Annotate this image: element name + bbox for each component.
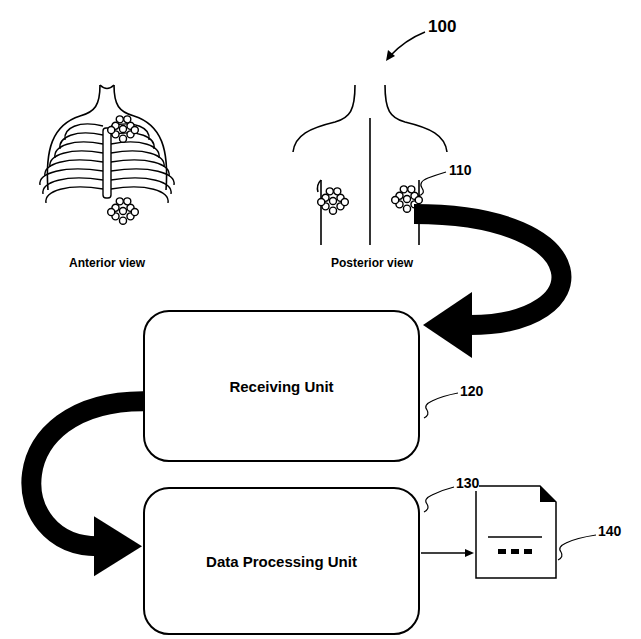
box-label: Receiving Unit — [219, 374, 343, 399]
signal-arrow — [414, 214, 561, 325]
leader-line — [390, 32, 425, 56]
process-box: Receiving Unit — [143, 310, 420, 462]
process-box: Data Processing Unit — [143, 487, 420, 635]
sensor-cluster — [108, 198, 139, 224]
leader-line — [424, 393, 458, 418]
sensor-cluster — [108, 116, 139, 142]
rib — [43, 178, 103, 194]
callout-number: 100 — [428, 18, 456, 37]
view-caption: Anterior view — [69, 257, 145, 270]
rib — [40, 169, 103, 185]
rib — [46, 187, 103, 203]
callout-number: 140 — [598, 524, 621, 539]
leader-line — [558, 535, 596, 560]
rib — [111, 169, 174, 185]
leader-line — [418, 172, 446, 196]
rib — [111, 160, 169, 176]
ribcage — [40, 124, 174, 203]
report-document — [476, 486, 556, 578]
callout-number: 110 — [449, 163, 472, 178]
arrow-head — [386, 50, 395, 61]
rib — [55, 142, 103, 158]
box-label: Data Processing Unit — [196, 549, 367, 574]
flow-arrow — [31, 401, 143, 576]
rib — [45, 160, 103, 176]
rib — [111, 142, 159, 158]
rib — [111, 151, 164, 167]
arrow-head — [465, 549, 474, 557]
leader-line — [424, 487, 454, 512]
rib — [65, 124, 103, 140]
output-line — [421, 552, 466, 554]
sensor-cluster — [318, 188, 349, 214]
rib — [50, 151, 103, 167]
view-caption: Posterior view — [331, 257, 413, 270]
callout-number: 120 — [460, 384, 483, 399]
arrow-head — [423, 292, 472, 358]
rib — [60, 133, 103, 149]
callout-number: 130 — [456, 476, 479, 491]
rib — [111, 178, 171, 194]
